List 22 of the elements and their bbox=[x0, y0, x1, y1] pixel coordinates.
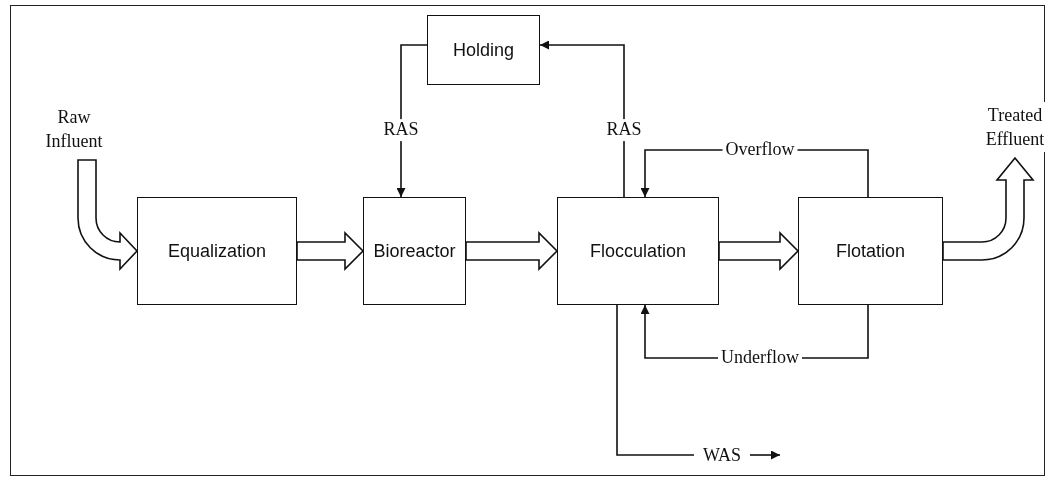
flow-label: WAS bbox=[703, 443, 741, 467]
flow-label: Raw Influent bbox=[44, 105, 104, 153]
box-label: Bioreactor bbox=[373, 239, 456, 263]
process-box bbox=[557, 197, 719, 305]
box-label: Flotation bbox=[835, 239, 905, 263]
process-box bbox=[427, 15, 540, 85]
arrow bbox=[749, 450, 781, 460]
process-box bbox=[798, 197, 943, 305]
hollow-flow-arrow bbox=[465, 231, 559, 271]
hollow-flow-arrow bbox=[77, 159, 138, 270]
connector-line bbox=[616, 304, 695, 456]
box-label: Equalization bbox=[167, 239, 267, 263]
hollow-flow-arrow bbox=[296, 231, 365, 271]
hollow-flow-arrow bbox=[718, 231, 800, 271]
arrow bbox=[539, 40, 625, 198]
arrow bbox=[396, 44, 428, 198]
box-label: Holding bbox=[452, 38, 514, 62]
flow-label: Treated Effluent bbox=[984, 103, 1046, 151]
process-box bbox=[137, 197, 297, 305]
box-label: Flocculation bbox=[589, 239, 686, 263]
process-box bbox=[363, 197, 466, 305]
hollow-flow-arrow bbox=[942, 157, 1034, 261]
